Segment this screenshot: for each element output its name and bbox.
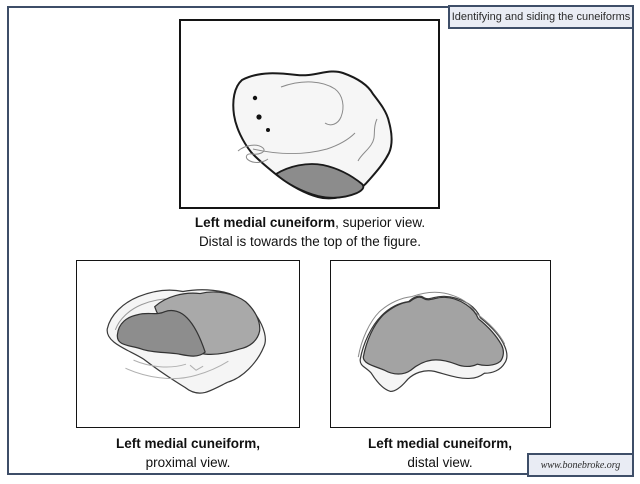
figure-distal-view-frame — [330, 260, 551, 428]
caption-superior-bold: Left medial cuneiform — [194, 215, 336, 230]
slide-title: Identifying and siding the cuneiforms — [451, 11, 631, 23]
caption-superior-line2: Distal is towards the top of the figure. — [198, 234, 422, 249]
slide-border — [7, 6, 634, 475]
bone-superior-view-illustration — [232, 70, 393, 200]
website-url: www.bonebroke.org — [540, 459, 621, 471]
caption-proximal-line1: Left medial cuneiform, — [58, 434, 318, 453]
caption-proximal-bold: Left medial cuneiform, — [115, 436, 261, 451]
caption-superior-line1: Left medial cuneiform, superior view. — [140, 213, 480, 232]
caption-distal-view: Left medial cuneiform, distal view. — [320, 434, 560, 472]
bone-proximal-view-illustration — [106, 289, 267, 394]
caption-distal-line2: distal view. — [407, 455, 473, 470]
caption-distal-line1: Left medial cuneiform, — [320, 434, 560, 453]
caption-proximal-line2: proximal view. — [145, 455, 231, 470]
slide-title-box: Identifying and siding the cuneiforms — [448, 5, 634, 29]
figure-superior-view-frame — [179, 19, 440, 209]
caption-distal-bold: Left medial cuneiform, — [367, 436, 513, 451]
caption-proximal-view: Left medial cuneiform, proximal view. — [58, 434, 318, 472]
caption-superior-view: Left medial cuneiform, superior view. Di… — [140, 213, 480, 251]
caption-superior-regular: , superior view. — [335, 215, 426, 230]
website-box: www.bonebroke.org — [527, 453, 634, 477]
bone-distal-view-illustration — [357, 291, 508, 393]
figure-proximal-view-frame — [76, 260, 300, 428]
